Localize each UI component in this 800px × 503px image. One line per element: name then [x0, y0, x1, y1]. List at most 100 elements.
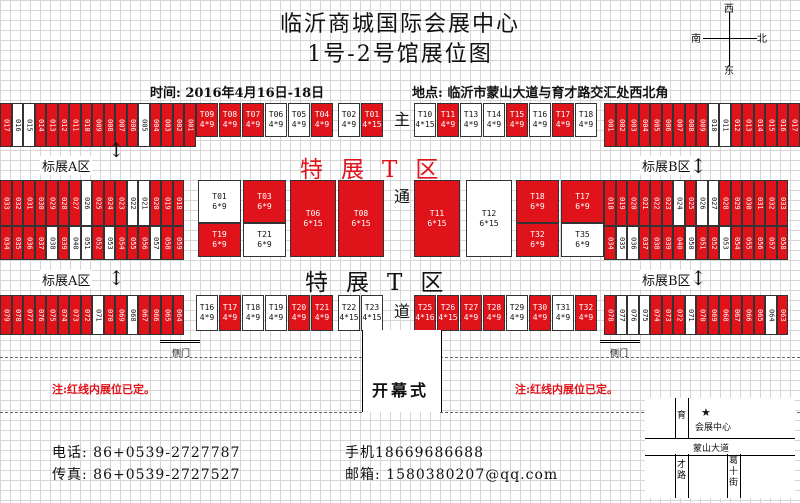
- booth-id: T14: [486, 110, 502, 119]
- booth-size: 6*9: [257, 240, 272, 249]
- booth-number: 019: [617, 196, 626, 210]
- booth-cell: 055: [126, 226, 138, 260]
- booth-number: 016: [13, 118, 22, 132]
- booth-id: T21: [314, 303, 330, 312]
- booth-id: T23: [364, 303, 380, 312]
- compass-vertical: [729, 12, 730, 66]
- booth-cell: 050: [684, 226, 696, 260]
- booth-cell: 058: [161, 226, 173, 260]
- booth-size: 4*9: [268, 120, 284, 129]
- booth-cell: 052: [92, 226, 104, 260]
- contact-mobile: 手机18669686688: [345, 445, 484, 461]
- booth-cell: 002: [172, 103, 184, 147]
- booth-number: 059: [174, 236, 183, 250]
- compass-south: 南: [691, 34, 701, 45]
- booth-cell: 030: [742, 180, 754, 226]
- booth-id: T18: [578, 110, 594, 119]
- booth-id: T02: [341, 110, 357, 119]
- side-door-left: 侧门: [172, 349, 191, 359]
- booth-number: 066: [744, 308, 753, 322]
- booth-number: 058: [163, 236, 172, 250]
- booth-number: 013: [48, 118, 57, 132]
- booth-id: T11: [429, 208, 445, 218]
- booth-number: 025: [686, 196, 695, 210]
- booth-cell: 016: [776, 103, 788, 147]
- booth-cell: 063: [776, 295, 788, 335]
- booth-number: 032: [13, 196, 22, 210]
- booth-cell: 007: [673, 103, 685, 147]
- booth-number: 013: [744, 118, 753, 132]
- divider: [440, 357, 800, 358]
- booth-size: 4*9: [314, 313, 330, 322]
- booth-cell: 014: [753, 103, 765, 147]
- booth-size: 6*15: [479, 218, 499, 228]
- booth-number: 040: [71, 236, 80, 250]
- booth-cell: 059: [172, 226, 184, 260]
- booth-number: 004: [151, 118, 160, 132]
- booth-cell: 070: [696, 295, 708, 335]
- booth-cell: 058: [776, 226, 788, 260]
- map-street-left-bottom: [675, 454, 689, 498]
- booth-cell: 057: [765, 226, 777, 260]
- booth-number: 073: [663, 308, 672, 322]
- arrow-icon: ↕: [690, 266, 707, 290]
- booth-cell: 022: [650, 180, 662, 226]
- time-value: 2016年4月16日-18日: [185, 86, 325, 101]
- booth-cell: 072: [673, 295, 685, 335]
- map-road-label: 蒙山大道: [693, 444, 730, 454]
- booth-cell: 030: [34, 180, 46, 226]
- booth-cell: 027: [69, 180, 81, 226]
- booth-size: 4*9: [314, 120, 330, 129]
- booth-cell: 025: [684, 180, 696, 226]
- booth-number: 057: [151, 236, 160, 250]
- booth-id: T12: [481, 208, 497, 218]
- booth-cell: 034: [0, 226, 12, 260]
- booth-cell: 015: [765, 103, 777, 147]
- booth-number: 003: [163, 118, 172, 132]
- booth-size: 6*9: [575, 201, 590, 211]
- booth-cell: 039: [661, 226, 673, 260]
- booth-id: T31: [555, 303, 571, 312]
- booth-number: 038: [48, 236, 57, 250]
- booth-number: 039: [663, 236, 672, 250]
- booth-cell: 014: [34, 103, 46, 147]
- booth-cell: 066: [742, 295, 754, 335]
- booth-number: 021: [140, 196, 149, 210]
- booth-number: 017: [2, 118, 11, 132]
- map-right-label: 葛十街: [729, 456, 739, 488]
- booth-number: 019: [163, 196, 172, 210]
- booth-number: 027: [71, 196, 80, 210]
- booth-number: 036: [629, 236, 638, 250]
- booth-cell: 068: [126, 295, 138, 335]
- booth-size: 6*9: [212, 201, 227, 211]
- booth-cell: 024: [673, 180, 685, 226]
- booth-number: 027: [709, 196, 718, 210]
- booth-number: 012: [732, 118, 741, 132]
- booth-cell: 023: [115, 180, 127, 226]
- booth-cell: 007: [115, 103, 127, 147]
- booth-number: 008: [686, 118, 695, 132]
- booth-cell: 072: [80, 295, 92, 335]
- booth-cell: 006: [661, 103, 673, 147]
- booth-cell: 032: [11, 180, 23, 226]
- booth-number: 055: [744, 236, 753, 250]
- booth-size: 6*9: [575, 240, 590, 249]
- booth-cell: 005: [650, 103, 662, 147]
- booth-size: 6*9: [530, 240, 545, 249]
- booth-cell: 018: [172, 180, 184, 226]
- booth-cell: 079: [0, 295, 12, 335]
- booth-id: T25: [417, 303, 433, 312]
- opening-label: 开幕式: [372, 381, 430, 400]
- note-right: 注:红线内展位已定。: [515, 383, 619, 396]
